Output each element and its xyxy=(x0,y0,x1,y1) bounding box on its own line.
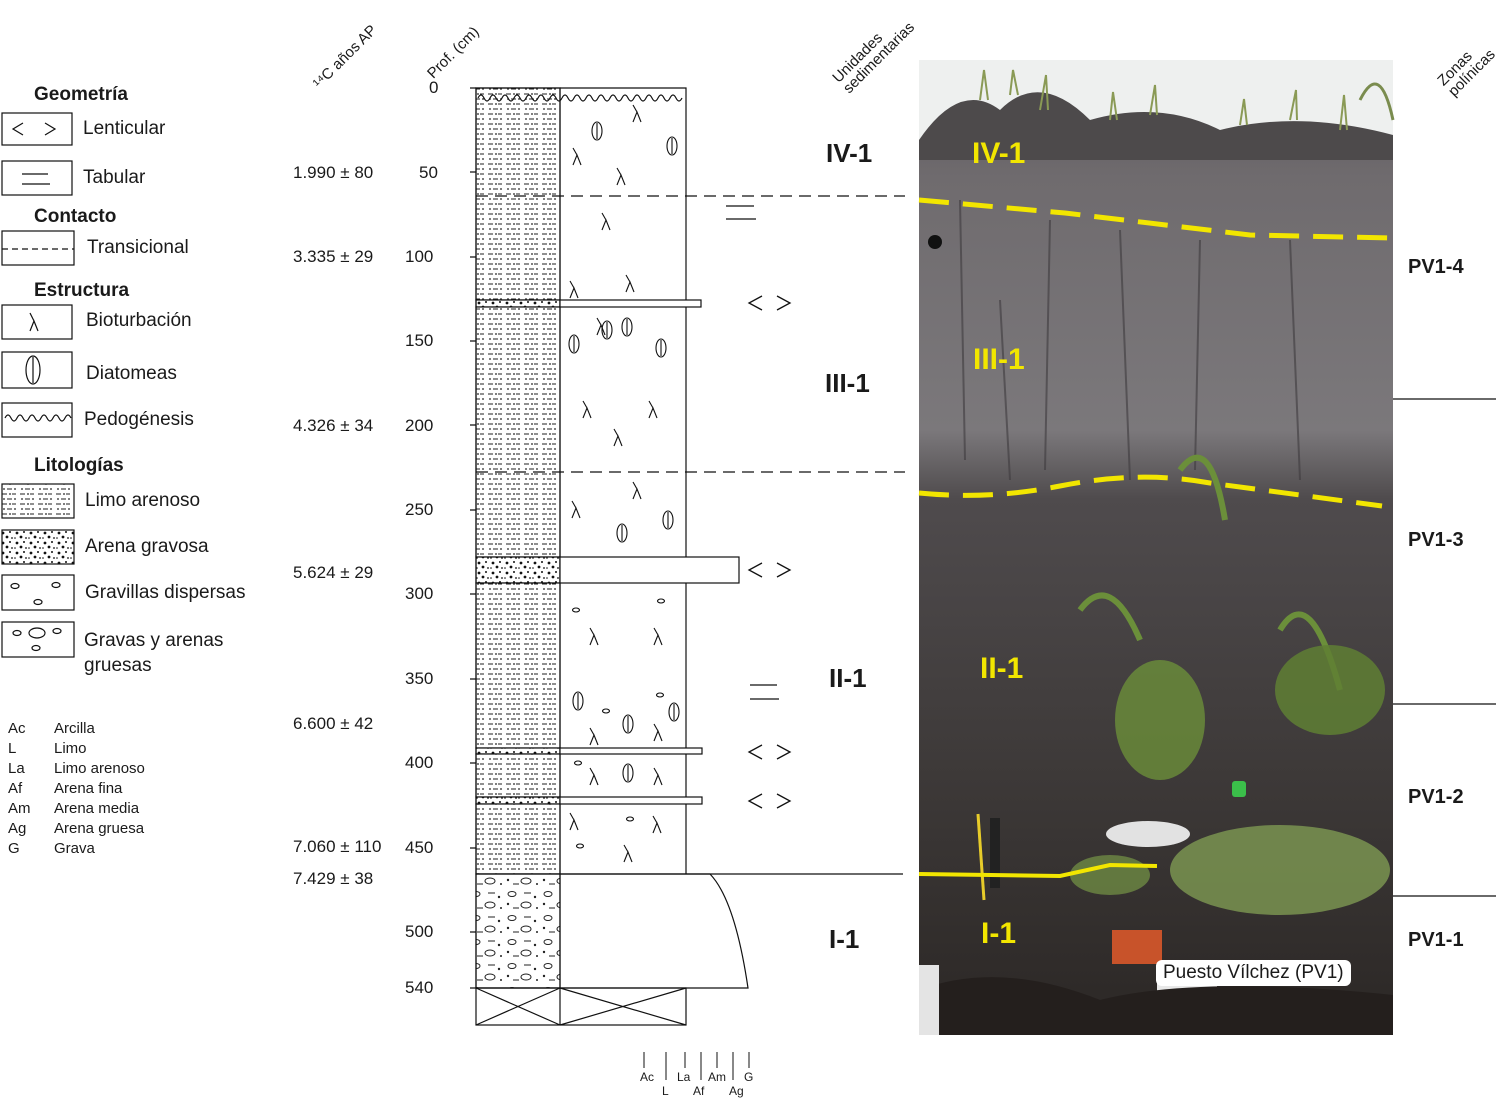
photo-caption: Puesto Vílchez (PV1) xyxy=(1156,960,1351,986)
contacts xyxy=(476,195,905,875)
photo-unit-label: III-1 xyxy=(973,343,1025,376)
pedogenesis-swatch xyxy=(1,402,73,438)
grain-size-label: La xyxy=(677,1070,691,1084)
gravelly-sand-label: Arena gravosa xyxy=(85,536,209,557)
unit-label: III-1 xyxy=(825,368,870,398)
gravel-coarse-label-1: Gravas y arenas xyxy=(84,630,224,651)
grain-size-label: Ag xyxy=(729,1084,744,1098)
strat-column xyxy=(470,87,749,1026)
gravelly-sand-swatch xyxy=(1,529,75,565)
abbr-code: La xyxy=(8,760,25,777)
dispersed-gravel-swatch xyxy=(1,574,75,611)
grain-size-scale xyxy=(643,1052,750,1080)
diatoms-label: Diatomeas xyxy=(86,363,177,384)
unit-label: II-1 xyxy=(829,663,867,693)
tabular-label: Tabular xyxy=(83,167,146,188)
lenticular-label: Lenticular xyxy=(83,118,166,139)
age-label: 6.600 ± 42 xyxy=(293,714,374,733)
abbr-name: Arena media xyxy=(54,800,140,817)
depth-tick: 200 xyxy=(405,416,434,435)
abbr-code: Ag xyxy=(8,820,27,837)
abbr-name: Arcilla xyxy=(54,720,95,737)
unit-label: I-1 xyxy=(829,924,860,954)
unit-label: IV-1 xyxy=(826,138,873,168)
depth-tick: 250 xyxy=(405,500,434,519)
structure-title: Estructura xyxy=(34,280,130,301)
photo-unit-label: II-1 xyxy=(980,652,1024,685)
outcrop-photo xyxy=(918,60,1395,1035)
zone-lines xyxy=(1393,398,1496,897)
grain-size-label: L xyxy=(662,1084,669,1098)
gravel-coarse-label-2: gruesas xyxy=(84,655,152,676)
grain-size-label: Ac xyxy=(640,1070,655,1084)
age-label: 7.429 ± 38 xyxy=(293,869,374,888)
depth-tick: 540 xyxy=(405,978,434,997)
dispersed-gravel-label: Gravillas dispersas xyxy=(85,582,246,603)
lithology-title: Litologías xyxy=(34,455,124,476)
abbr-code: Af xyxy=(8,780,23,797)
structure-symbols xyxy=(568,104,680,863)
photo-unit-label: I-1 xyxy=(981,917,1017,950)
contact-title: Contacto xyxy=(34,206,117,227)
depth-tick: 50 xyxy=(419,163,438,182)
abbr-name: Arena fina xyxy=(54,780,123,797)
transitional-swatch xyxy=(1,230,75,266)
tabular-swatch xyxy=(1,160,73,196)
abbr-name: Grava xyxy=(54,840,95,857)
zone-label: PV1-4 xyxy=(1408,256,1464,278)
abbr-name: Limo arenoso xyxy=(54,760,145,777)
age-label: 5.624 ± 29 xyxy=(293,563,374,582)
zone-label: PV1-1 xyxy=(1408,929,1464,951)
lenticular-swatch xyxy=(1,112,73,146)
depth-tick: 350 xyxy=(405,669,434,688)
grain-size-label: Am xyxy=(708,1070,726,1084)
depth-tick: 100 xyxy=(405,247,434,266)
depth-tick: 0 xyxy=(429,78,439,97)
depth-tick: 150 xyxy=(405,331,434,350)
sandy-silt-swatch xyxy=(1,483,75,519)
pedogenesis-label: Pedogénesis xyxy=(84,409,194,430)
age-label: 3.335 ± 29 xyxy=(293,247,374,266)
gravel-coarse-swatch xyxy=(1,621,75,658)
abbr-code: L xyxy=(8,740,17,757)
grain-size-label: G xyxy=(744,1070,754,1084)
transitional-label: Transicional xyxy=(87,237,189,258)
diatoms-swatch xyxy=(1,351,73,389)
depth-tick: 300 xyxy=(405,584,434,603)
bioturbation-swatch xyxy=(1,304,73,340)
legend-boxes xyxy=(1,112,75,658)
abbr-code: G xyxy=(8,840,20,857)
geometry-title: Geometría xyxy=(34,84,128,105)
zone-label: PV1-3 xyxy=(1408,529,1464,551)
grain-size-label: Af xyxy=(693,1084,705,1098)
abbr-code: Am xyxy=(8,800,31,817)
bioturbation-label: Bioturbación xyxy=(86,310,192,331)
abbr-code: Ac xyxy=(8,720,26,737)
age-label: 7.060 ± 110 xyxy=(293,837,382,856)
depth-tick: 400 xyxy=(405,753,434,772)
age-label: 4.326 ± 34 xyxy=(293,416,374,435)
age-label: 1.990 ± 80 xyxy=(293,163,374,182)
zone-label: PV1-2 xyxy=(1408,786,1464,808)
sandy-silt-label: Limo arenoso xyxy=(85,490,201,511)
abbr-name: Arena gruesa xyxy=(54,820,145,837)
depth-tick: 450 xyxy=(405,838,434,857)
abbr-name: Limo xyxy=(54,740,87,757)
photo-unit-label: IV-1 xyxy=(972,137,1026,170)
depth-tick: 500 xyxy=(405,922,434,941)
